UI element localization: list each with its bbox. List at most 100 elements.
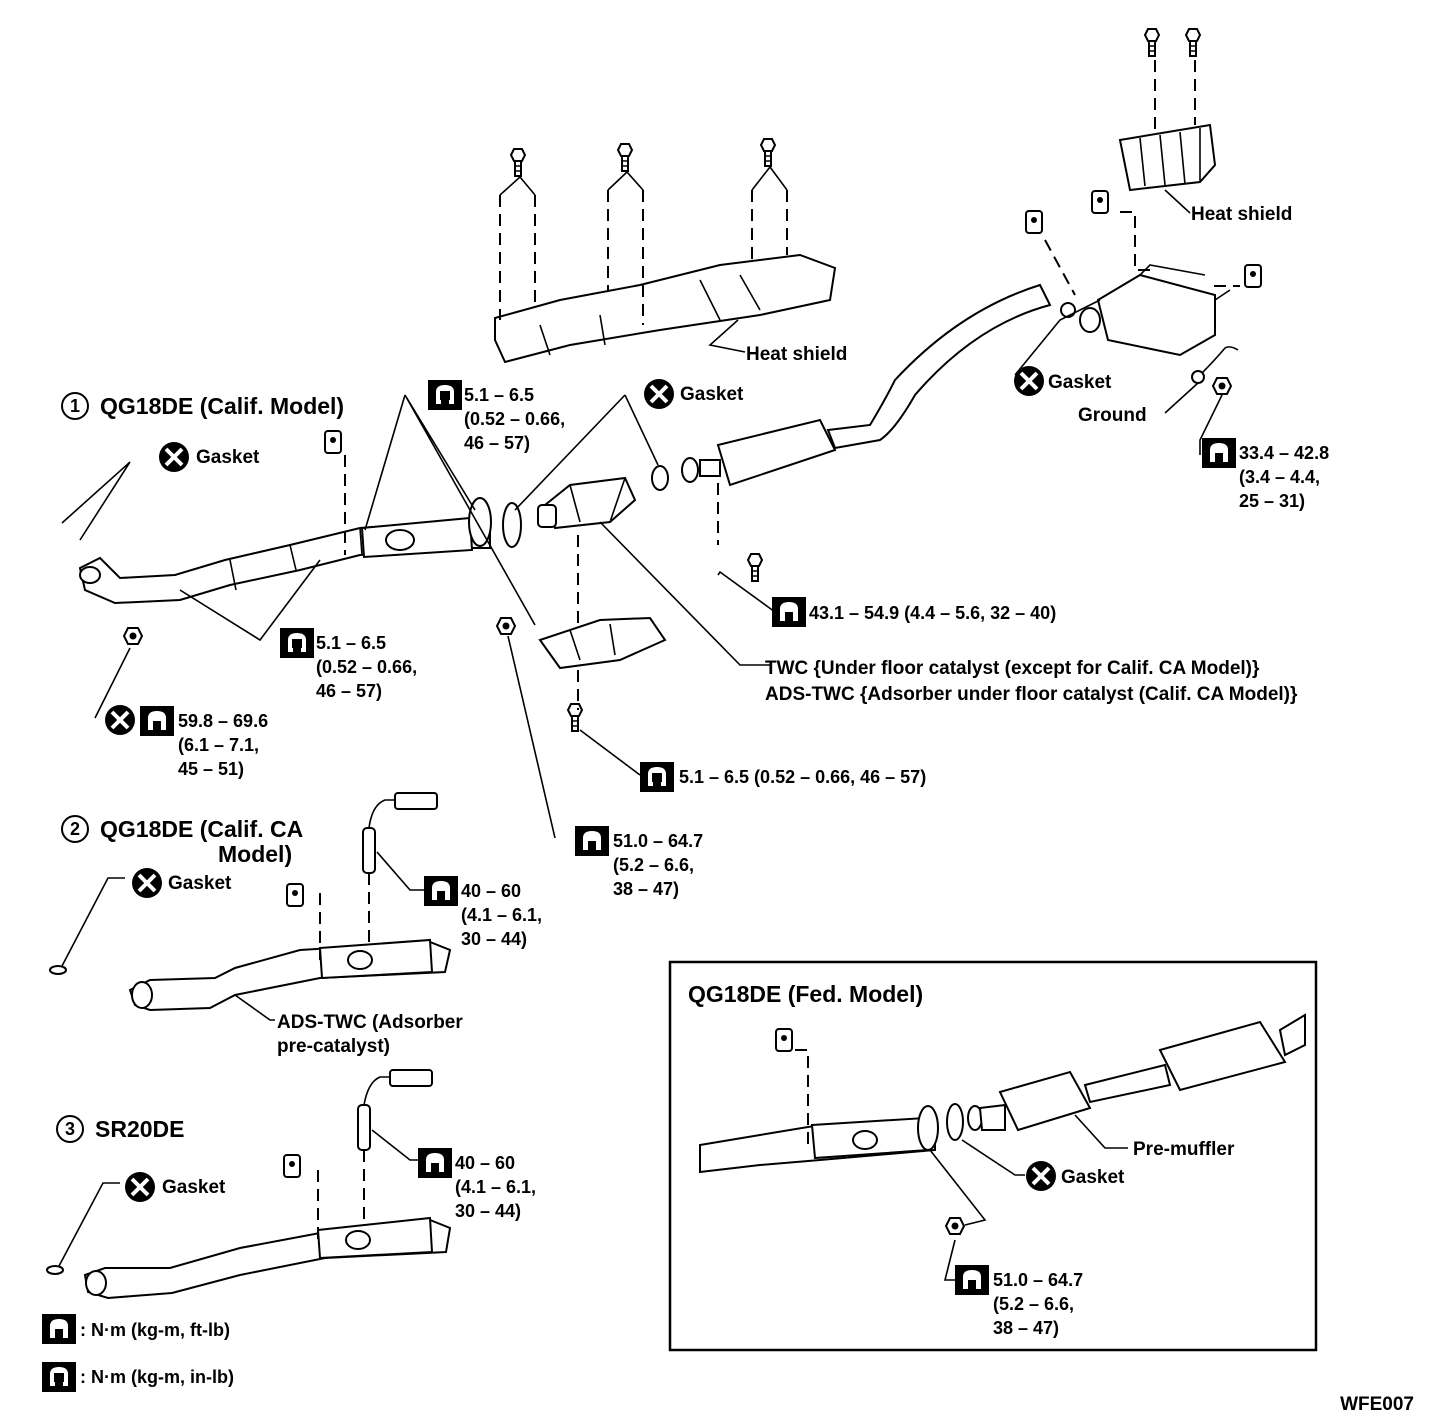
svg-text:40 – 60: 40 – 60 [461,881,521,901]
torque-spec-sensor-sr20: 40 – 60 (4.1 – 6.1, 30 – 44) [418,1148,536,1221]
fed-model-box [668,960,1318,1352]
lower-heat-shield [538,616,667,670]
legend-ftlb: : N·m (kg-m, ft-lb) [80,1320,230,1340]
do-not-reuse-icon [123,1170,157,1204]
svg-text:5.1 – 6.5: 5.1 – 6.5 [316,633,386,653]
svg-text:(0.52 – 0.66,: (0.52 – 0.66, [316,657,417,677]
gasket-label-1: Gasket [196,447,260,468]
section-title-3: SR20DE [95,1116,184,1142]
bolt-5 [1185,28,1201,57]
legend-inlb: : N·m (kg-m, in-lb) [80,1367,234,1387]
mount-insulator-3 [1091,190,1109,214]
svg-text:51.0 – 64.7: 51.0 – 64.7 [993,1270,1083,1290]
do-not-reuse-icon [1024,1159,1058,1193]
do-not-reuse-icon [1012,364,1046,398]
torque-spec-ground-nut: 33.4 – 42.8 (3.4 – 4.4, 25 – 31) [1202,438,1329,511]
gasket-label-5: Gasket [162,1177,226,1198]
ads-pre-label-line2: pre-catalyst) [277,1036,390,1057]
torque-spec-sensor-calif-ca: 40 – 60 (4.1 – 6.1, 30 – 44) [424,876,542,949]
section-title-2-line2: Model) [218,841,292,867]
pipe-flange [681,457,699,483]
section-sr20de-assembly [46,1069,452,1300]
svg-text:(5.2 – 6.6,: (5.2 – 6.6, [993,1294,1074,1314]
section-title-1: QG18DE (Calif. Model) [100,393,344,419]
twc-label-line1: TWC {Under floor catalyst (except for Ca… [765,658,1260,679]
main-muffler [1060,264,1231,357]
bolt-7 [567,703,583,732]
gasket-label-4: Gasket [168,873,232,894]
flange-gasket [502,502,522,548]
torque-wrench-inlb-icon [280,628,314,658]
svg-text:33.4 – 42.8: 33.4 – 42.8 [1239,443,1329,463]
svg-text:40 – 60: 40 – 60 [455,1153,515,1173]
front-tube-calif [78,516,491,605]
bolt-2 [617,143,633,172]
svg-text:(0.52 – 0.66,: (0.52 – 0.66, [464,409,565,429]
section-number-2: 2 [70,819,80,839]
bolt-1 [510,148,526,177]
mount-insulator-1 [324,430,342,454]
torque-wrench-icon [42,1314,76,1344]
section-number-1: 1 [70,396,80,416]
mount-insulator-4 [1244,264,1262,288]
svg-text:45 – 51): 45 – 51) [178,759,244,779]
section-title-2-line1: QG18DE (Calif. CA [100,816,303,842]
nut-1 [123,627,143,645]
svg-text:25 – 31): 25 – 31) [1239,491,1305,511]
svg-text:(3.4 – 4.4,: (3.4 – 4.4, [1239,467,1320,487]
svg-text:46 – 57): 46 – 57) [464,433,530,453]
svg-text:46 – 57): 46 – 57) [316,681,382,701]
torque-spec-front-tube: 5.1 – 6.5 (0.52 – 0.66, 46 – 57) [280,628,417,701]
gasket-ring [651,465,669,491]
svg-text:38 – 47): 38 – 47) [613,879,679,899]
torque-wrench-icon [140,706,174,736]
pre-muffler-label: Pre-muffler [1133,1139,1235,1160]
gasket-label-3: Gasket [1048,372,1112,393]
torque-wrench-inlb-icon [42,1362,76,1392]
heat-shield-label-1: Heat shield [746,344,847,365]
svg-text:38 – 47): 38 – 47) [993,1318,1059,1338]
twc-label-line2: ADS-TWC {Adsorber under floor catalyst (… [765,684,1298,705]
torque-spec-flange-upper: 5.1 – 6.5 (0.52 – 0.66, 46 – 57) [428,380,565,453]
torque-spec-center-pipe-bolt: 43.1 – 54.9 (4.4 – 5.6, 32 – 40) [772,597,1056,627]
torque-wrench-icon [424,876,458,906]
twc-catalyst [537,476,637,530]
torque-spec-catalyst-nut: 51.0 – 64.7 (5.2 – 6.6, 38 – 47) [575,826,703,899]
ground-strap [1199,346,1239,376]
upper-heat-shield [494,253,837,364]
torque-spec-fed-nut: 51.0 – 64.7 (5.2 – 6.6, 38 – 47) [955,1265,1083,1338]
bolt-3 [760,138,776,167]
svg-text:(6.1 – 7.1,: (6.1 – 7.1, [178,735,259,755]
nut-3 [1212,377,1232,395]
svg-text:5.1 – 6.5 (0.52 – 0.66, 46 – 5: 5.1 – 6.5 (0.52 – 0.66, 46 – 57) [679,767,926,787]
do-not-reuse-icon [130,866,164,900]
svg-text:(5.2 – 6.6,: (5.2 – 6.6, [613,855,694,875]
svg-text:43.1 – 54.9 (4.4 – 5.6, 32 – 4: 43.1 – 54.9 (4.4 – 5.6, 32 – 40) [809,603,1056,623]
gasket-label-6: Gasket [1061,1167,1125,1188]
svg-text:30 – 44): 30 – 44) [455,1201,521,1221]
section-title-calif: 1 QG18DE (Calif. Model) [61,392,344,420]
torque-wrench-inlb-icon [640,762,674,792]
do-not-reuse-icon [157,440,191,474]
do-not-reuse-icon [642,377,676,411]
center-muffler [716,283,1052,487]
svg-text:5.1 – 6.5: 5.1 – 6.5 [464,385,534,405]
mount-insulator-2 [1025,210,1043,234]
torque-wrench-icon [575,826,609,856]
figure-id: WFE007 [1340,1394,1414,1415]
section-title-fed: QG18DE (Fed. Model) [688,981,923,1007]
torque-wrench-icon [418,1148,452,1178]
section-fed-assembly [699,1013,1306,1281]
torque-spec-heat-shield-bolt: 5.1 – 6.5 (0.52 – 0.66, 46 – 57) [640,762,926,792]
heat-shield-label-2: Heat shield [1191,204,1292,225]
svg-text:(4.1 – 6.1,: (4.1 – 6.1, [461,905,542,925]
legend: : N·m (kg-m, ft-lb) : N·m (kg-m, in-lb) [42,1314,234,1392]
section-calif-ca-assembly [49,792,452,1021]
svg-text:30 – 44): 30 – 44) [461,929,527,949]
bolt-4 [1144,28,1160,57]
nut-2 [496,617,516,635]
do-not-reuse-icon [103,703,137,737]
torque-wrench-icon [772,597,806,627]
torque-wrench-icon [955,1265,989,1295]
